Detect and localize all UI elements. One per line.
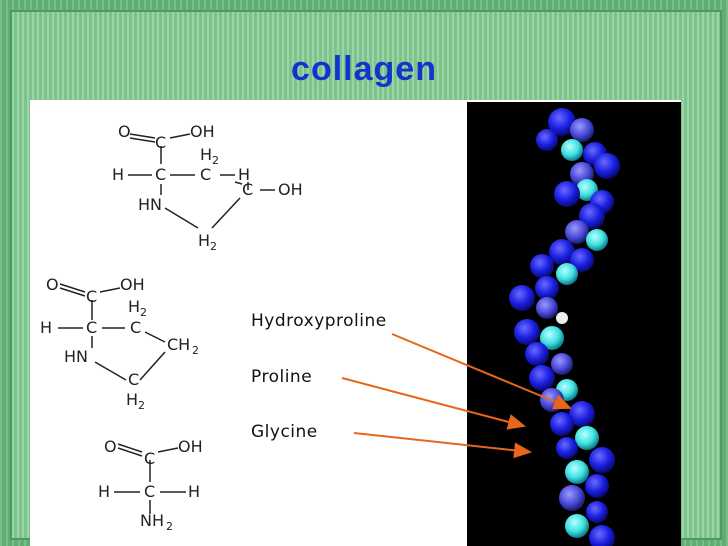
svg-text:C: C <box>86 287 97 306</box>
svg-text:C: C <box>200 165 211 184</box>
svg-text:OH: OH <box>278 180 303 199</box>
svg-text:C: C <box>86 318 97 337</box>
arrow-proline <box>341 377 526 430</box>
svg-text:O: O <box>104 437 117 456</box>
label-hydroxyproline: Hydroxyproline <box>251 311 387 331</box>
slide-title: collagen <box>291 50 437 88</box>
label-proline: Proline <box>251 367 313 387</box>
svg-text:2: 2 <box>140 306 147 319</box>
arrow-hydroxyproline <box>391 333 572 410</box>
collagen-helix-image <box>467 102 681 546</box>
svg-text:C: C <box>155 165 166 184</box>
svg-text:2: 2 <box>192 344 199 357</box>
svg-text:C: C <box>144 482 155 501</box>
svg-text:HN: HN <box>64 347 88 366</box>
svg-text:O: O <box>46 275 59 294</box>
svg-text:NH: NH <box>140 511 164 530</box>
svg-text:H: H <box>188 482 200 501</box>
svg-text:C: C <box>242 180 253 199</box>
svg-text:2: 2 <box>212 154 219 167</box>
svg-text:C: C <box>144 449 155 468</box>
svg-text:CH: CH <box>167 335 190 354</box>
svg-text:OH: OH <box>190 122 215 141</box>
svg-text:2: 2 <box>210 240 217 253</box>
svg-text:OH: OH <box>178 437 203 456</box>
svg-text:H: H <box>128 297 140 316</box>
svg-text:2: 2 <box>138 399 145 412</box>
svg-text:2: 2 <box>166 520 173 533</box>
svg-text:H: H <box>198 231 210 250</box>
svg-text:H: H <box>112 165 124 184</box>
svg-text:H: H <box>98 482 110 501</box>
label-glycine: Glycine <box>251 422 318 442</box>
svg-text:H: H <box>200 145 212 164</box>
svg-text:HN: HN <box>138 195 162 214</box>
svg-text:C: C <box>155 133 166 152</box>
svg-text:H: H <box>126 390 138 409</box>
svg-text:O: O <box>118 122 131 141</box>
svg-text:H: H <box>238 165 250 184</box>
svg-text:C: C <box>130 318 141 337</box>
label-arrows <box>341 333 572 459</box>
svg-text:OH: OH <box>120 275 145 294</box>
svg-text:C: C <box>128 370 139 389</box>
arrow-glycine <box>353 432 532 459</box>
svg-text:H: H <box>40 318 52 337</box>
